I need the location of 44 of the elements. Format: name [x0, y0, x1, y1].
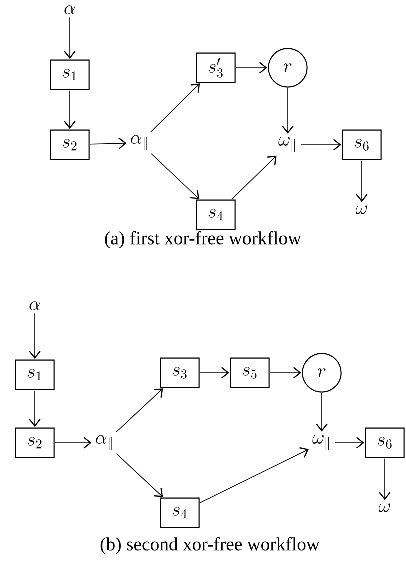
arrow [270, 367, 302, 379]
math-label: $\alpha$ [30, 302, 40, 310]
arrow [200, 447, 309, 504]
arrow [116, 388, 164, 432]
math-label: $\omega$ [379, 504, 390, 512]
circle-node: $r$ [302, 353, 342, 393]
arrow [150, 84, 200, 132]
process-box: $s_1$ [15, 360, 55, 390]
arrow [282, 88, 294, 134]
math-label: $\omega_\parallel$ [312, 435, 330, 450]
math-label: $\omega_\parallel$ [278, 137, 296, 152]
arrow [29, 390, 41, 428]
arrow [236, 62, 268, 74]
process-box: $s_6$ [365, 428, 405, 458]
arrow [356, 160, 368, 202]
arrow [64, 17, 76, 60]
process-box: $s_2$ [50, 130, 90, 160]
process-box: $s_2$ [15, 428, 55, 458]
arrow [334, 437, 364, 449]
process-box: $s_4$ [160, 498, 200, 528]
arrow [232, 156, 277, 200]
math-label: $\alpha$ [64, 6, 76, 14]
arrow [116, 453, 164, 498]
process-box: $s_4$ [196, 200, 236, 230]
math-label: $\omega$ [356, 206, 368, 214]
process-box: $s'_3$ [196, 52, 236, 84]
process-box: $s_6$ [342, 130, 382, 160]
caption: (a) first xor-free workflow [105, 231, 302, 249]
arrow [316, 393, 328, 432]
arrow [90, 138, 127, 150]
math-label: $\alpha_\parallel$ [131, 135, 148, 150]
process-box: $s_5$ [230, 358, 270, 388]
arrow [64, 90, 76, 130]
arrow [200, 367, 230, 379]
arrow [29, 313, 41, 360]
circle-node: $r$ [268, 48, 308, 88]
math-label: $\alpha_\parallel$ [96, 435, 112, 450]
arrow [151, 153, 200, 200]
arrow [55, 437, 92, 449]
caption: (b) second xor-free workflow [100, 537, 320, 555]
arrow [300, 139, 342, 151]
process-box: $s_1$ [50, 60, 90, 90]
arrow [379, 458, 391, 500]
process-box: $s_3$ [160, 358, 200, 388]
